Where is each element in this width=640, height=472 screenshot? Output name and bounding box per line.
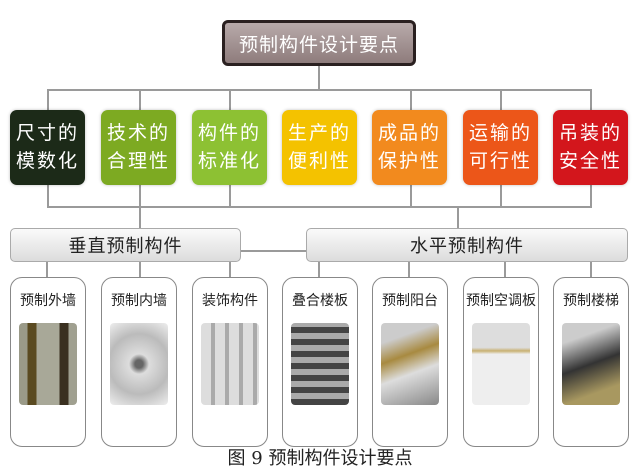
component-photo — [201, 323, 259, 405]
component-card: 预制内墙 — [101, 277, 177, 447]
connector — [47, 206, 592, 208]
component-photo — [110, 323, 168, 405]
component-label: 预制楼梯 — [563, 293, 619, 309]
component-card: 预制空调板 — [463, 277, 539, 447]
design-point-box: 生产的便利性 — [282, 110, 357, 185]
design-point-line1: 生产的 — [287, 122, 351, 144]
design-point-box: 构件的标准化 — [192, 110, 267, 185]
figure-caption: 图 9 预制构件设计要点 — [227, 448, 413, 469]
design-point-box: 尺寸的模数化 — [10, 110, 85, 185]
design-point-box: 运输的可行性 — [463, 110, 538, 185]
design-point-line2: 合理性 — [106, 150, 170, 172]
component-label: 叠合楼板 — [292, 293, 348, 309]
design-point-line1: 吊装的 — [558, 122, 622, 144]
design-point-line1: 技术的 — [106, 122, 170, 144]
component-photo — [472, 323, 530, 405]
component-card: 预制外墙 — [10, 277, 86, 447]
design-point-box: 技术的合理性 — [101, 110, 176, 185]
component-label: 预制阳台 — [382, 293, 438, 309]
connector — [139, 262, 141, 277]
connector — [47, 89, 592, 91]
component-label: 预制内墙 — [111, 293, 167, 309]
connector — [318, 250, 320, 277]
vertical-components-box: 垂直预制构件 — [10, 228, 241, 262]
connector — [457, 206, 459, 228]
design-point-line1: 运输的 — [468, 122, 532, 144]
component-photo — [19, 323, 77, 405]
design-point-line2: 保护性 — [377, 150, 441, 172]
design-point-line1: 成品的 — [377, 122, 441, 144]
component-photo — [291, 323, 349, 405]
design-point-line2: 模数化 — [15, 150, 79, 172]
horizontal-components-box: 水平预制构件 — [306, 228, 628, 262]
connector — [408, 250, 410, 277]
design-point-line1: 尺寸的 — [15, 122, 79, 144]
component-card: 预制阳台 — [372, 277, 448, 447]
design-point-line2: 便利性 — [287, 150, 351, 172]
component-photo — [562, 323, 620, 405]
design-point-line1: 构件的 — [197, 122, 261, 144]
design-point-box: 吊装的安全性 — [553, 110, 628, 185]
component-label: 装饰构件 — [202, 293, 258, 309]
connector — [229, 250, 231, 277]
component-card: 装饰构件 — [192, 277, 268, 447]
component-label: 预制空调板 — [466, 293, 536, 309]
connector — [504, 262, 506, 277]
connector — [590, 250, 592, 277]
component-card: 预制楼梯 — [553, 277, 629, 447]
design-point-box: 成品的保护性 — [372, 110, 447, 185]
component-card: 叠合楼板 — [282, 277, 358, 447]
connector — [318, 66, 320, 91]
component-label: 预制外墙 — [20, 293, 76, 309]
design-point-line2: 安全性 — [558, 150, 622, 172]
design-point-line2: 可行性 — [468, 150, 532, 172]
component-photo — [381, 323, 439, 405]
design-point-line2: 标准化 — [197, 150, 261, 172]
diagram-title: 预制构件设计要点 — [222, 20, 416, 66]
connector — [46, 250, 48, 277]
